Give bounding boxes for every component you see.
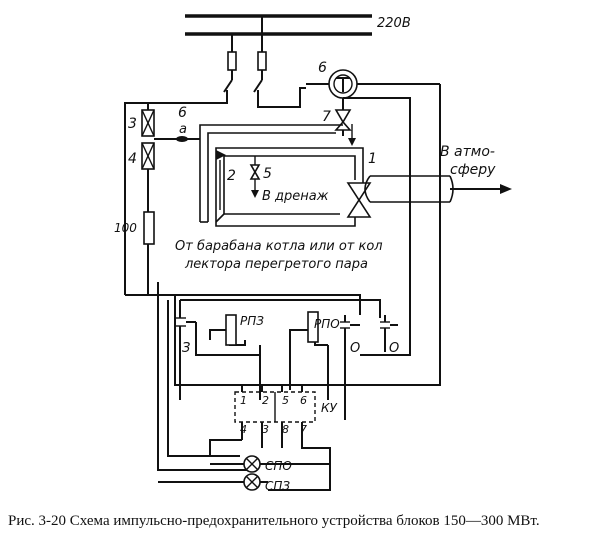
to-atmosphere-line2: сферу	[450, 162, 496, 178]
contact-o2-label: О	[389, 341, 399, 356]
label-4: 4	[128, 151, 137, 167]
ku-term-6: 6	[300, 394, 307, 407]
source-label-line2: лектора перегретого пара	[184, 257, 368, 272]
to-atmosphere-line1: В атмо-	[440, 144, 495, 160]
label-1: 1	[368, 151, 377, 167]
spz-label: СПЗ	[265, 479, 290, 493]
spo-label: СПО	[265, 459, 292, 473]
impulse-pipe	[199, 124, 343, 223]
ku-term-8: 8	[282, 423, 289, 436]
switch-left	[223, 79, 233, 100]
contact-z-label: З	[182, 341, 190, 356]
label-2: 2	[227, 168, 236, 184]
contact-o-2	[380, 315, 398, 352]
main-safety-valve-1	[346, 175, 512, 218]
ku-term-4: 4	[240, 423, 247, 436]
fuse-left	[227, 34, 237, 80]
label-5: 5	[263, 166, 272, 182]
signal-lamp-spz	[158, 473, 268, 491]
voltage-label: 220В	[377, 16, 411, 31]
contact-o1-label: О	[350, 341, 360, 356]
control-key-ku	[209, 384, 331, 491]
ku-term-3: 3	[262, 423, 269, 436]
signal-lamp-spo	[210, 455, 330, 473]
fuse-right	[257, 16, 267, 80]
ku-term-5: 5	[282, 394, 289, 407]
schematic-diagram: 220В 6 7	[114, 14, 512, 493]
contact-block-3-4	[141, 103, 200, 212]
relay-rpo	[289, 311, 329, 400]
impulse-valve-7	[334, 109, 356, 146]
switch-right	[253, 79, 263, 104]
contact-o-1	[340, 315, 360, 420]
contact-z	[176, 300, 196, 400]
label-7: 7	[322, 109, 331, 125]
label-3: 3	[128, 116, 137, 132]
ku-term-1: 1	[240, 394, 247, 407]
label-6: 6	[318, 60, 327, 76]
figure-caption: Рис. 3-20 Схема импульсно-предохранитель…	[8, 513, 540, 529]
label-a: а	[179, 122, 187, 137]
valve-2	[216, 150, 226, 210]
steam-header	[215, 147, 364, 227]
electromagnet-6	[306, 69, 440, 110]
resistor-100	[143, 211, 155, 295]
relay-rpz	[195, 314, 261, 400]
drain-label: В дренаж	[262, 189, 329, 204]
source-label-line1: От барабана котла или от кол	[175, 239, 383, 254]
resistor-label: 100	[114, 221, 137, 235]
power-bus	[185, 14, 372, 36]
ku-label: КУ	[321, 401, 338, 415]
rpo-label: РПО	[314, 317, 340, 331]
ku-term-7: 7	[300, 423, 307, 436]
drain-valve-5	[249, 156, 261, 198]
label-6-rod: 6	[178, 105, 187, 121]
rpz-label: РПЗ	[240, 314, 264, 328]
ku-term-2: 2	[262, 394, 269, 407]
